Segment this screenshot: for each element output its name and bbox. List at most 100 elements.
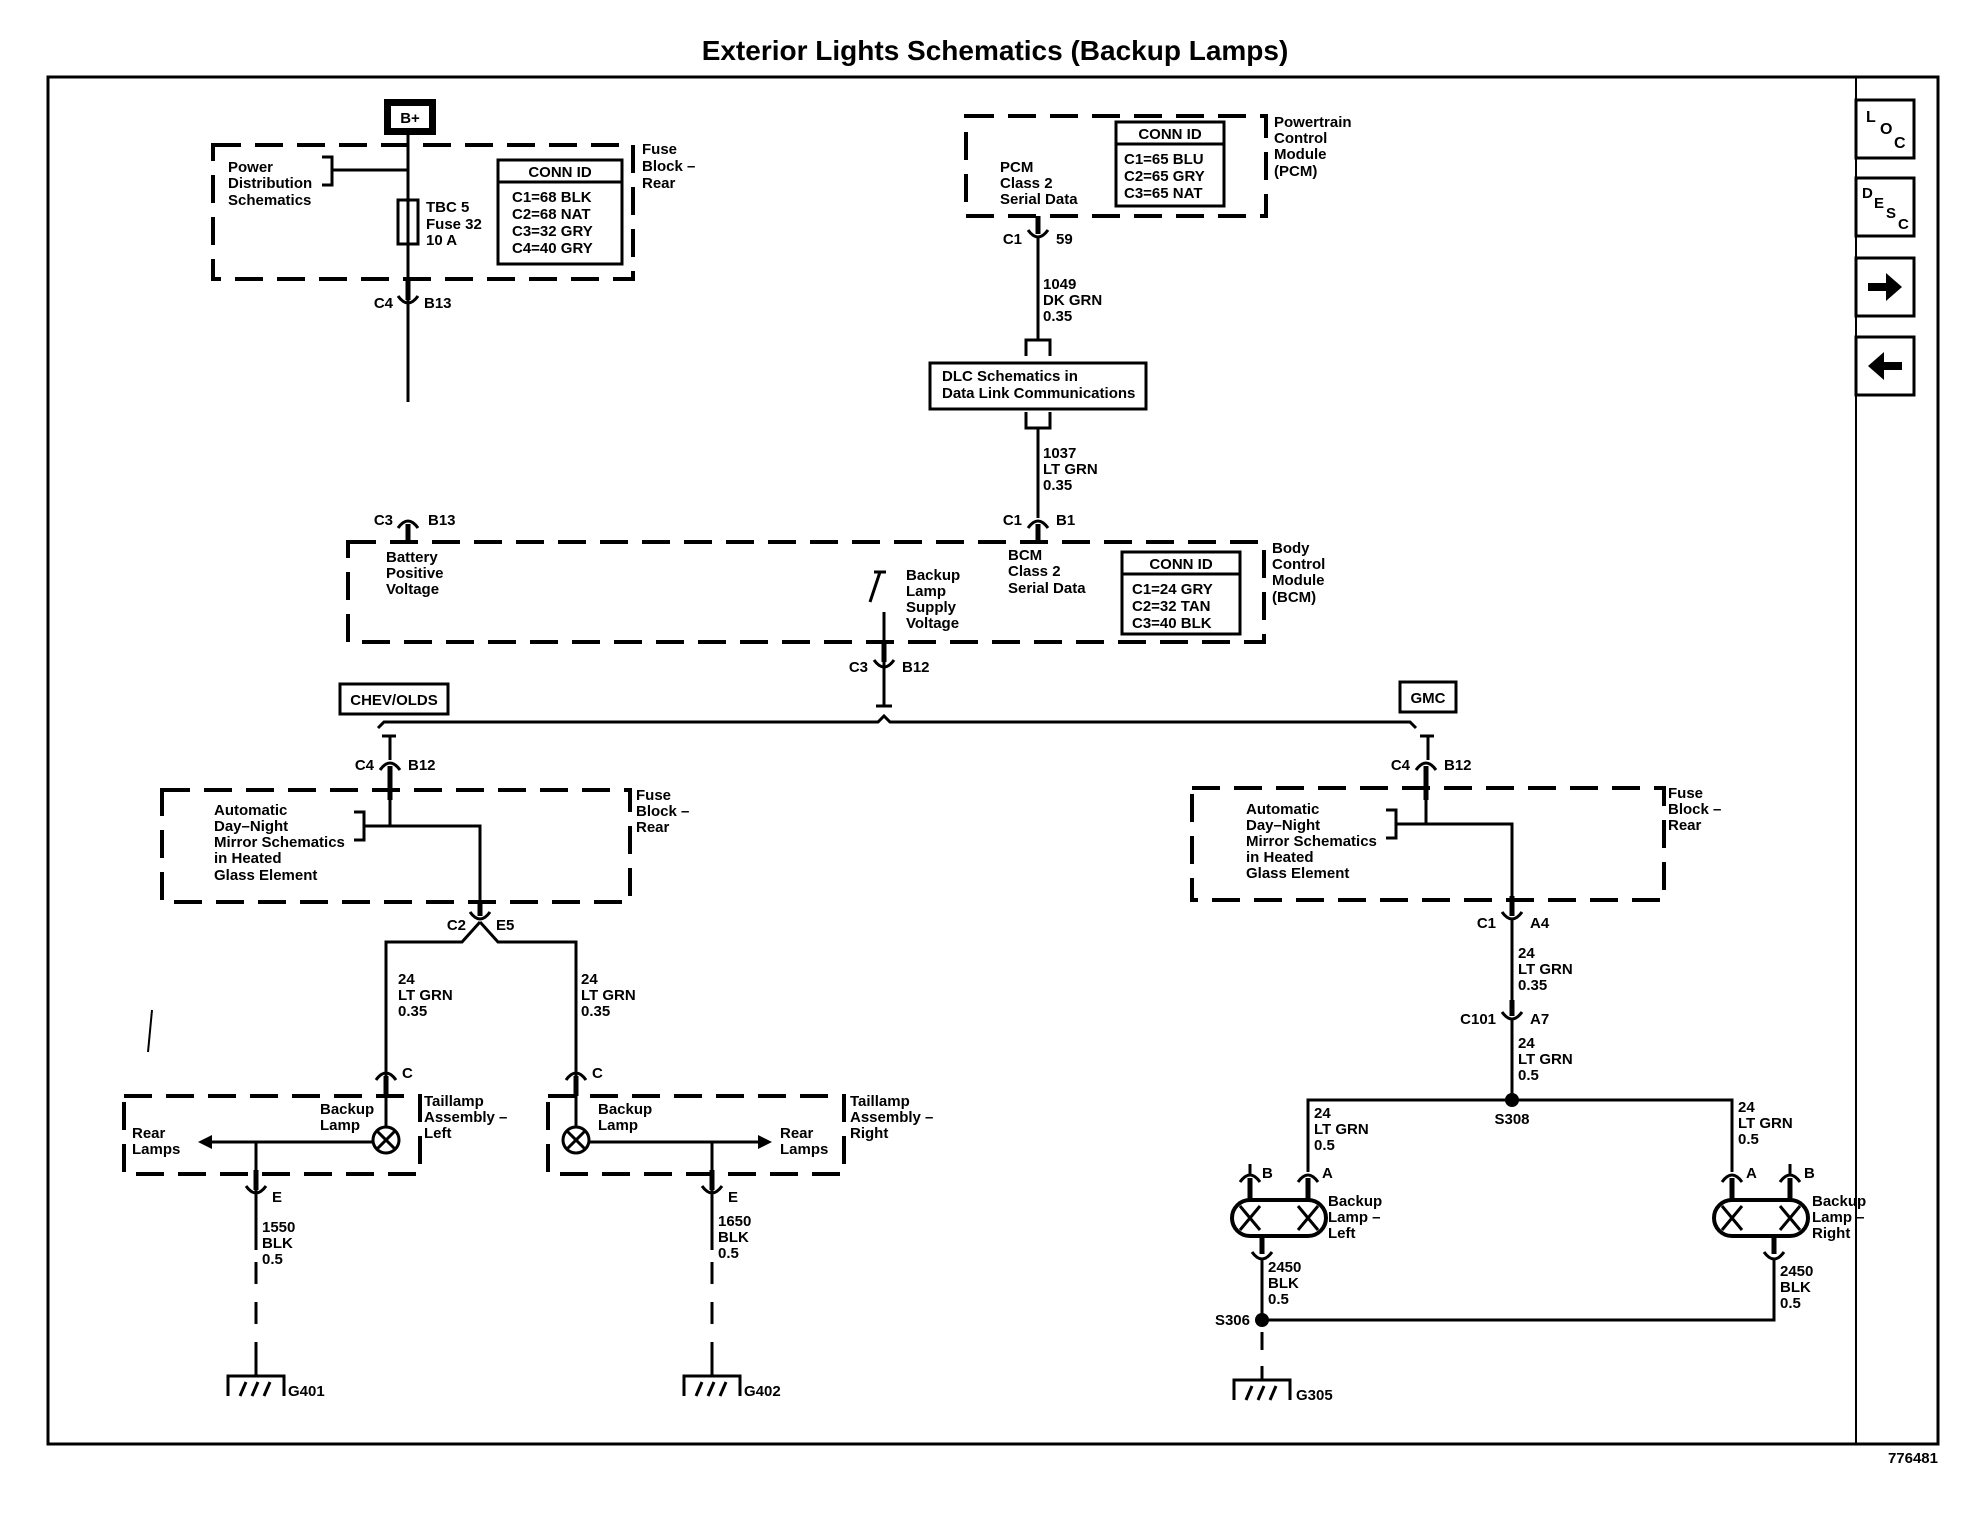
svg-text:TBC 5: TBC 5 xyxy=(426,199,469,216)
svg-text:24: 24 xyxy=(1518,945,1535,962)
wire-label-1049: 1049 DK GRN 0.35 xyxy=(1043,276,1102,325)
svg-text:Taillamp: Taillamp xyxy=(424,1093,484,1110)
taillamp-assembly-left xyxy=(122,1094,422,1176)
wire-label-1037: 1037 LT GRN 0.35 xyxy=(1043,445,1098,494)
chev-fuse-block xyxy=(160,788,632,904)
svg-text:LT GRN: LT GRN xyxy=(581,987,636,1004)
connector-gmc-c4-b12: C4 B12 xyxy=(1391,734,1472,800)
svg-text:CHEV/OLDS: CHEV/OLDS xyxy=(350,692,438,709)
svg-text:E: E xyxy=(272,1189,282,1206)
svg-text:24: 24 xyxy=(581,971,598,988)
svg-text:C4=40 GRY: C4=40 GRY xyxy=(512,240,593,257)
svg-text:C1=24 GRY: C1=24 GRY xyxy=(1132,581,1213,598)
svg-text:B13: B13 xyxy=(424,295,452,312)
svg-text:2450: 2450 xyxy=(1780,1263,1813,1280)
svg-text:Rear: Rear xyxy=(1668,817,1702,834)
connector-left-c: C xyxy=(374,1065,413,1096)
svg-text:0.5: 0.5 xyxy=(718,1245,739,1262)
connector-c2-e5: C2 E5 xyxy=(384,900,578,1076)
backup-lamp-left: B A Backup Lamp – Left xyxy=(1230,1164,1382,1261)
svg-text:Serial Data: Serial Data xyxy=(1008,580,1086,597)
rear-lamps-left[interactable]: Rear Lamps xyxy=(132,1125,180,1158)
svg-text:Fuse: Fuse xyxy=(642,141,677,158)
svg-text:0.5: 0.5 xyxy=(1738,1131,1759,1148)
svg-text:Body: Body xyxy=(1272,540,1310,557)
svg-text:Glass Element: Glass Element xyxy=(1246,865,1349,882)
svg-text:BLK: BLK xyxy=(1268,1275,1299,1292)
svg-text:Data Link Communications: Data Link Communications xyxy=(942,385,1135,402)
svg-text:Glass Element: Glass Element xyxy=(214,867,317,884)
svg-text:24: 24 xyxy=(1314,1105,1331,1122)
arrow-right-icon xyxy=(758,1135,772,1149)
connector-right-e: E xyxy=(700,1170,738,1206)
pin-a-label: A xyxy=(1746,1165,1757,1182)
bcm-signal: BCM Class 2 Serial Data xyxy=(1008,547,1086,597)
svg-text:C3=65 NAT: C3=65 NAT xyxy=(1124,185,1203,202)
svg-text:C1: C1 xyxy=(1477,915,1496,932)
svg-text:Voltage: Voltage xyxy=(906,615,959,632)
svg-text:0.5: 0.5 xyxy=(1268,1291,1289,1308)
backup-lamp-switch: Backup Lamp Supply Voltage xyxy=(868,567,960,680)
svg-text:Right: Right xyxy=(850,1125,888,1142)
prev-button[interactable] xyxy=(1854,335,1916,397)
backup-lamp-left-label: Backup Lamp xyxy=(320,1101,374,1134)
desc-letter: C xyxy=(1898,216,1909,233)
svg-text:0.35: 0.35 xyxy=(1043,308,1072,325)
loc-button[interactable]: L O C xyxy=(1854,98,1916,160)
gmc-fuse-block xyxy=(1190,786,1666,902)
svg-text:C4: C4 xyxy=(374,295,394,312)
arrow-left-icon xyxy=(198,1135,212,1149)
svg-text:Control: Control xyxy=(1274,130,1327,147)
svg-text:Powertrain: Powertrain xyxy=(1274,114,1352,131)
svg-text:Block –: Block – xyxy=(642,158,695,175)
svg-text:BLK: BLK xyxy=(718,1229,749,1246)
svg-text:C: C xyxy=(402,1065,413,1082)
wire-label-gmc-left: 24 LT GRN 0.5 xyxy=(1314,1105,1369,1154)
chev-mirror-ref[interactable]: Automatic Day–Night Mirror Schematics in… xyxy=(214,802,392,884)
svg-text:Backup: Backup xyxy=(906,567,960,584)
page-title: Exterior Lights Schematics (Backup Lamps… xyxy=(702,35,1289,66)
svg-text:Automatic: Automatic xyxy=(1246,801,1319,818)
svg-text:Backup: Backup xyxy=(598,1101,652,1118)
svg-text:C3=40 BLK: C3=40 BLK xyxy=(1132,615,1212,632)
dlc-reference[interactable]: DLC Schematics in Data Link Communicatio… xyxy=(928,361,1148,411)
dlc-pin-top xyxy=(1024,338,1052,356)
svg-text:Block –: Block – xyxy=(636,803,689,820)
svg-text:Voltage: Voltage xyxy=(386,581,439,598)
svg-text:C101: C101 xyxy=(1460,1011,1496,1028)
svg-text:C1: C1 xyxy=(1003,231,1022,248)
power-distribution-ref[interactable]: Power Distribution Schematics xyxy=(228,155,408,209)
svg-text:Module: Module xyxy=(1274,146,1327,163)
taillamp-right-name: Taillamp Assembly – Right xyxy=(850,1093,933,1142)
svg-text:Lamp: Lamp xyxy=(906,583,946,600)
svg-text:DLC Schematics in: DLC Schematics in xyxy=(942,368,1078,385)
desc-letter: D xyxy=(1862,185,1873,202)
svg-text:C1: C1 xyxy=(1003,512,1022,529)
svg-text:Assembly –: Assembly – xyxy=(850,1109,933,1126)
rear-lamps-right[interactable]: Rear Lamps xyxy=(780,1125,828,1158)
b-plus-label: B+ xyxy=(400,110,420,127)
svg-text:LT GRN: LT GRN xyxy=(1738,1115,1793,1132)
svg-text:Left: Left xyxy=(424,1125,452,1142)
backup-lamp-right-label: Backup Lamp xyxy=(598,1101,652,1134)
bcm-module xyxy=(346,540,1266,644)
wire-label-2450-left: 2450 BLK 0.5 xyxy=(1268,1259,1301,1308)
svg-text:Battery: Battery xyxy=(386,549,438,566)
splice-s306 xyxy=(1255,1313,1269,1327)
svg-text:0.5: 0.5 xyxy=(1780,1295,1801,1312)
svg-text:Module: Module xyxy=(1272,572,1325,589)
svg-text:CONN ID: CONN ID xyxy=(1149,556,1213,573)
svg-text:Control: Control xyxy=(1272,556,1325,573)
svg-text:1650: 1650 xyxy=(718,1213,751,1230)
desc-button[interactable]: D E S C xyxy=(1854,176,1916,238)
battery-positive-voltage: Battery Positive Voltage xyxy=(386,549,444,598)
taillamp-left-name: Taillamp Assembly – Left xyxy=(424,1093,507,1142)
svg-text:(BCM): (BCM) xyxy=(1272,589,1316,606)
next-button[interactable] xyxy=(1854,256,1916,318)
gmc-mirror-ref[interactable]: Automatic Day–Night Mirror Schematics in… xyxy=(1246,801,1426,882)
svg-text:Class 2: Class 2 xyxy=(1008,563,1061,580)
conn-id-table-fuse: CONN ID C1=68 BLK C2=68 NAT C3=32 GRY C4… xyxy=(496,158,624,266)
connector-chev-c4-b12: C4 B12 xyxy=(355,734,436,800)
bcm-name: Body Control Module (BCM) xyxy=(1272,540,1325,606)
svg-text:G402: G402 xyxy=(744,1383,781,1400)
